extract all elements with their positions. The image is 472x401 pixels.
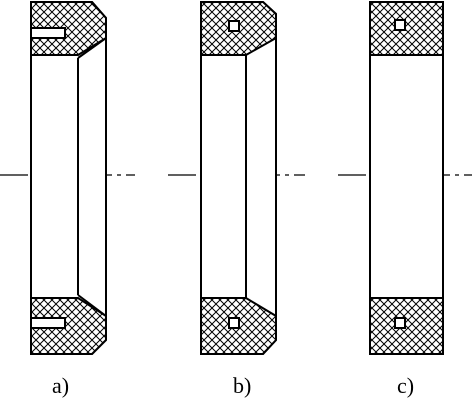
seal-variant-a [30, 1, 107, 355]
seal-variant-b [200, 1, 277, 355]
seal-variant-c [369, 1, 444, 355]
label-a: a) [52, 373, 69, 398]
label-c: c) [397, 373, 414, 398]
label-b: b) [233, 373, 251, 398]
